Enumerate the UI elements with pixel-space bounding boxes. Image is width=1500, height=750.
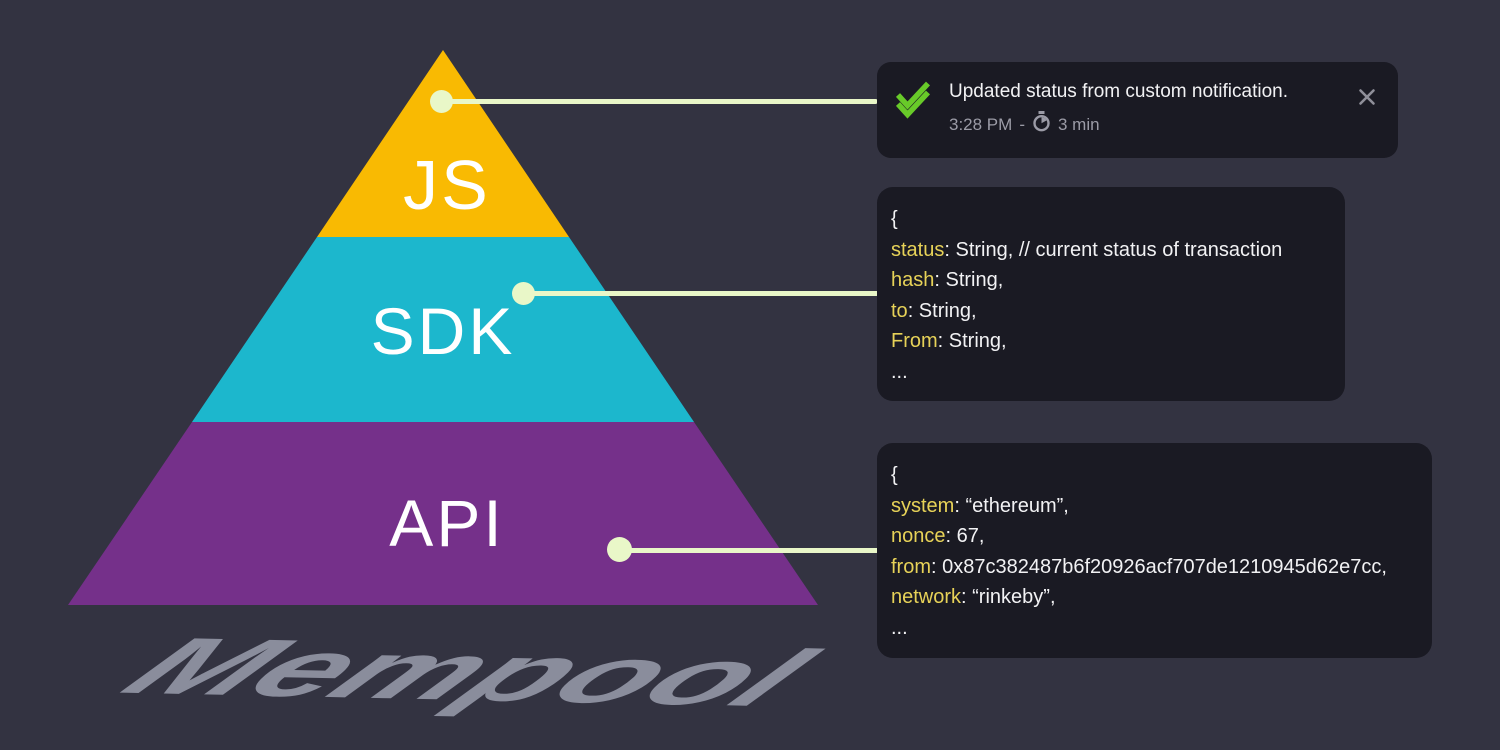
double-check-icon (893, 80, 933, 120)
code-line: From: String, (891, 330, 1007, 352)
pyramid-label-api: API (389, 486, 505, 560)
code-line: to: String, (891, 299, 977, 322)
pyramid-label-js: JS (403, 146, 491, 224)
stopwatch-icon (1032, 111, 1051, 137)
connector-line-api (620, 548, 879, 553)
code-line: network: “rinkeby”, (891, 586, 1056, 608)
code-line: status: String, // current status of tra… (891, 238, 1283, 261)
connector-dot-api (607, 537, 632, 562)
notification-duration: 3 min (1057, 115, 1100, 134)
pyramid-label-sdk: SDK (370, 294, 516, 368)
connector-dot-js (430, 90, 453, 113)
pyramid-layer-js-shape (317, 50, 569, 237)
connector-line-sdk (524, 291, 879, 296)
code-line: nonce: 67, (891, 525, 985, 547)
code-line: ... (891, 616, 908, 639)
connector-line-js (442, 99, 878, 104)
notification-toast: Updated status from custom notification.… (877, 62, 1398, 158)
pyramid-layer-api-shape (68, 422, 818, 605)
code-line: hash: String, (891, 269, 1004, 291)
code-line: ... (891, 360, 908, 383)
notification-message: Updated status from custom notification. (949, 81, 1288, 102)
connector-dot-sdk (512, 282, 535, 305)
notification-meta: 3:28 PM - 3 min (949, 111, 1346, 137)
code-line: { (891, 464, 898, 486)
code-line: system: “ethereum”, (891, 494, 1069, 517)
code-line: { (891, 208, 898, 230)
code-line: from: 0x87c382487b6f20926acf707de1210945… (891, 555, 1387, 578)
pyramid-layer-sdk-shape (192, 237, 694, 422)
notification-time: 3:28 PM (949, 115, 1013, 134)
notification-content: Updated status from custom notification.… (949, 80, 1346, 137)
notification-separator: - (1019, 115, 1025, 134)
api-payload-code-panel: { system: “ethereum”, nonce: 67, from: 0… (877, 443, 1432, 658)
sdk-status-code-panel: { status: String, // current status of t… (877, 187, 1345, 401)
close-icon[interactable] (1356, 86, 1378, 108)
